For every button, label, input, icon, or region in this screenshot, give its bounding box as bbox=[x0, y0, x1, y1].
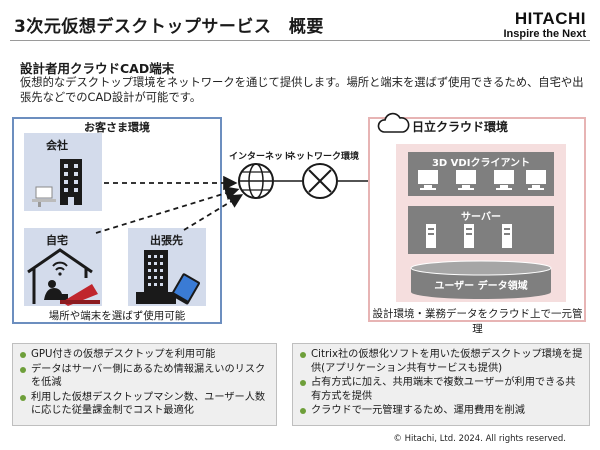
home-worker-icon bbox=[27, 248, 100, 306]
section-heading: 設計者用クラウドCAD端末 bbox=[20, 61, 175, 76]
trip-label: 出張先 bbox=[150, 234, 183, 247]
server-tower-icon bbox=[426, 224, 436, 248]
network-router-icon bbox=[302, 163, 338, 199]
list-item: GPU付きの仮想デスクトップを利用可能 bbox=[19, 348, 270, 362]
customer-benefits-box: GPU付きの仮想デスクトップを利用可能 データはサーバー側にあるため情報漏えいの… bbox=[12, 343, 277, 426]
user-data-area-label: ユーザー データ領域 bbox=[434, 281, 528, 292]
server-icons bbox=[426, 224, 512, 248]
hitachi-logo: HITACHI Inspire the Next bbox=[503, 9, 586, 40]
brand-tagline: Inspire the Next bbox=[503, 28, 586, 40]
copyright-notice: © Hitachi, Ltd. 2024. All rights reserve… bbox=[393, 434, 566, 444]
network-environment-label: ネットワーク環境 bbox=[287, 152, 360, 162]
list-item: 利用した仮想デスクトップマシン数、ユーザー人数に応じた従量課金制でコスト最適化 bbox=[19, 391, 270, 418]
internet-label: インターネット bbox=[229, 152, 293, 162]
brand-logo-text: HITACHI bbox=[514, 9, 586, 28]
home-label: 自宅 bbox=[46, 234, 68, 247]
office-label: 会社 bbox=[46, 139, 68, 152]
home-connection-line bbox=[95, 186, 240, 234]
cloud-features-box: Citrix社の仮想化ソフトを用いた仮想デスクトップ環境を提供(アプリケーション… bbox=[292, 343, 590, 426]
server-tower-icon bbox=[464, 224, 474, 248]
office-panel: 会社 bbox=[24, 133, 102, 211]
vdi-client-panel: 3D VDIクライアント bbox=[408, 152, 554, 196]
cloud-features-list: Citrix社の仮想化ソフトを用いた仮想デスクトップ環境を提供(アプリケーション… bbox=[293, 344, 589, 418]
monitor-icon bbox=[456, 170, 476, 190]
customer-environment-title: お客さま環境 bbox=[84, 121, 150, 134]
cloud-icon bbox=[377, 112, 410, 133]
server-label: サーバー bbox=[461, 212, 501, 223]
list-item: クラウドで一元管理するため、運用費用を削減 bbox=[299, 404, 583, 418]
monitor-icon bbox=[526, 170, 546, 190]
home-panel: 自宅 bbox=[24, 228, 102, 306]
monitor-icon bbox=[418, 170, 438, 190]
tablet-icon bbox=[171, 273, 200, 305]
internet-globe-icon bbox=[238, 163, 274, 199]
business-trip-panel: 出張先 bbox=[128, 228, 206, 306]
monitor-icon bbox=[494, 170, 514, 190]
cloud-environment-title: 日立クラウド環境 bbox=[412, 120, 509, 134]
customer-environment-caption: 場所や端末を選ばず使用可能 bbox=[48, 310, 186, 322]
cloud-environment-caption: 設計環境・業務データをクラウド上で一元管理 bbox=[372, 308, 583, 335]
list-item: 占有方式に加え、共用端末で複数ユーザーが利用できる共有方式を提供 bbox=[299, 376, 583, 403]
monitor-icons bbox=[418, 170, 546, 190]
server-panel: サーバー bbox=[408, 206, 554, 254]
list-item: Citrix社の仮想化ソフトを用いた仮想デスクトップ環境を提供(アプリケーション… bbox=[299, 348, 583, 375]
hotel-tablet-icon bbox=[136, 250, 200, 305]
vdi-client-label: 3D VDIクライアント bbox=[431, 158, 531, 169]
list-item: データはサーバー側にあるため情報漏えいのリスクを低減 bbox=[19, 363, 270, 390]
customer-benefits-list: GPU付きの仮想デスクトップを利用可能 データはサーバー側にあるため情報漏えいの… bbox=[13, 344, 276, 418]
trip-connection-line bbox=[183, 194, 244, 231]
section-description: 仮想的なデスクトップ環境をネットワークを通じて提供します。場所と端末を選ばず使用… bbox=[20, 76, 584, 104]
title-divider bbox=[10, 40, 590, 41]
desk-pc-icon bbox=[32, 186, 56, 207]
server-tower-icon bbox=[502, 224, 512, 248]
storage-cylinder-icon bbox=[410, 260, 552, 299]
office-building-icon bbox=[32, 159, 82, 207]
page-title: 3次元仮想デスクトップサービス 概要 bbox=[14, 17, 324, 37]
